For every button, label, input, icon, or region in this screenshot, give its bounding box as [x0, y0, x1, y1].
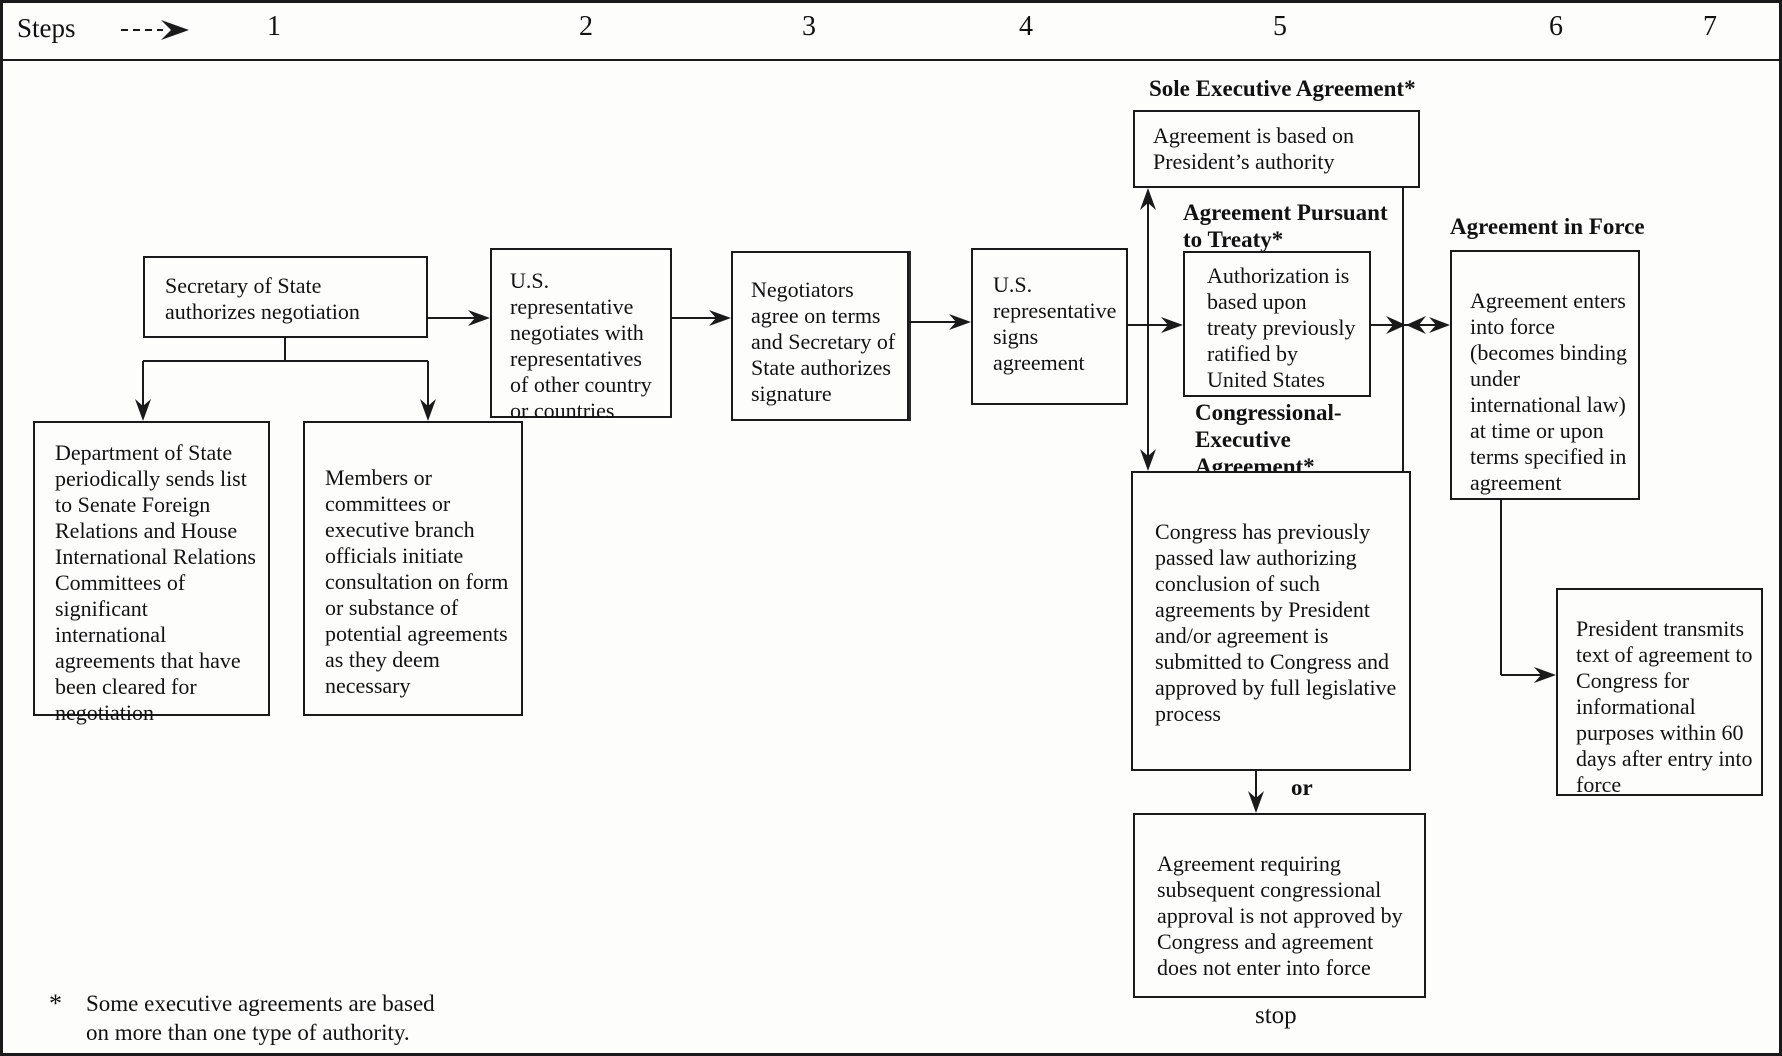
- department-box: Department of State periodically sends l…: [33, 421, 270, 725]
- congress-box-text: Congress has previously passed law autho…: [1155, 519, 1397, 726]
- secretary-box: Secretary of State authorizes negotiatio…: [143, 256, 428, 338]
- not-approved-box: Agreement requiring subsequent congressi…: [1133, 813, 1426, 998]
- arrow-signs-to-authorization: [1128, 317, 1183, 333]
- sole-executive-box-text: Agreement is based on President’s author…: [1153, 123, 1354, 174]
- members-box: Members or committees or executive branc…: [303, 421, 523, 716]
- members-box-text: Members or committees or executive branc…: [325, 465, 509, 698]
- secretary-box-text: Secretary of State authorizes negotiatio…: [165, 273, 360, 324]
- not-approved-box-text: Agreement requiring subsequent congressi…: [1157, 851, 1403, 980]
- arrow-congress-to-not-approved: [1248, 771, 1264, 813]
- stop-label: stop: [1255, 1002, 1297, 1029]
- negotiators-box: Negotiators agree on terms and Secretary…: [731, 251, 909, 421]
- connector-secretary-split: [135, 338, 436, 421]
- transmits-box-text: President transmits text of agreement to…: [1576, 616, 1753, 797]
- footnote-text: Some executive agreements are based on m…: [86, 991, 435, 1045]
- congress-box: Congress has previously passed law autho…: [1131, 471, 1411, 771]
- steps-label: Steps: [17, 13, 76, 43]
- arrow-secretary-to-negotiates: [428, 310, 490, 326]
- step-number-5: 5: [1273, 11, 1287, 42]
- step-number-1: 1: [267, 11, 281, 42]
- sole-executive-heading: Sole Executive Agreement*: [1149, 76, 1416, 101]
- footnote: * Some executive agreements are based on…: [49, 989, 435, 1047]
- footnote-asterisk: *: [49, 989, 62, 1018]
- or-label: or: [1291, 775, 1313, 800]
- authorization-box-text: Authorization is based upon treaty previ…: [1207, 263, 1356, 392]
- force-box-text: Agreement enters into force (becomes bin…: [1470, 288, 1628, 495]
- step-number-2: 2: [579, 11, 593, 42]
- us-negotiates-box-text: U.S. representative negotiates with repr…: [510, 268, 652, 423]
- step-number-4: 4: [1019, 11, 1033, 42]
- step-number-7: 7: [1703, 11, 1717, 42]
- congressional-executive-heading: Congressional- Executive Agreement*: [1195, 400, 1342, 479]
- steps-arrow-icon: [121, 20, 189, 40]
- sole-executive-box: Agreement is based on President’s author…: [1133, 110, 1420, 188]
- arrow-step5-to-force: [1371, 316, 1450, 334]
- us-signs-box-text: U.S. representative signs agreement: [993, 272, 1117, 375]
- agreement-in-force-heading: Agreement in Force: [1450, 214, 1645, 239]
- authorization-box: Authorization is based upon treaty previ…: [1183, 251, 1371, 397]
- us-signs-box: U.S. representative signs agreement: [971, 248, 1128, 405]
- pursuant-treaty-heading: Agreement Pursuant to Treaty*: [1183, 200, 1388, 252]
- step-number-3: 3: [802, 11, 816, 42]
- department-box-text: Department of State periodically sends l…: [55, 440, 256, 725]
- force-box: Agreement enters into force (becomes bin…: [1450, 250, 1640, 500]
- step-number-6: 6: [1549, 11, 1563, 42]
- double-arrow-agreement-types: [1140, 188, 1156, 471]
- arrow-force-to-transmits: [1500, 500, 1556, 683]
- us-negotiates-box: U.S. representative negotiates with repr…: [490, 248, 672, 423]
- negotiators-box-text: Negotiators agree on terms and Secretary…: [751, 277, 896, 406]
- transmits-box: President transmits text of agreement to…: [1556, 588, 1763, 797]
- arrow-negotiators-to-signs: [909, 314, 971, 330]
- arrow-negotiates-to-negotiators: [672, 310, 731, 326]
